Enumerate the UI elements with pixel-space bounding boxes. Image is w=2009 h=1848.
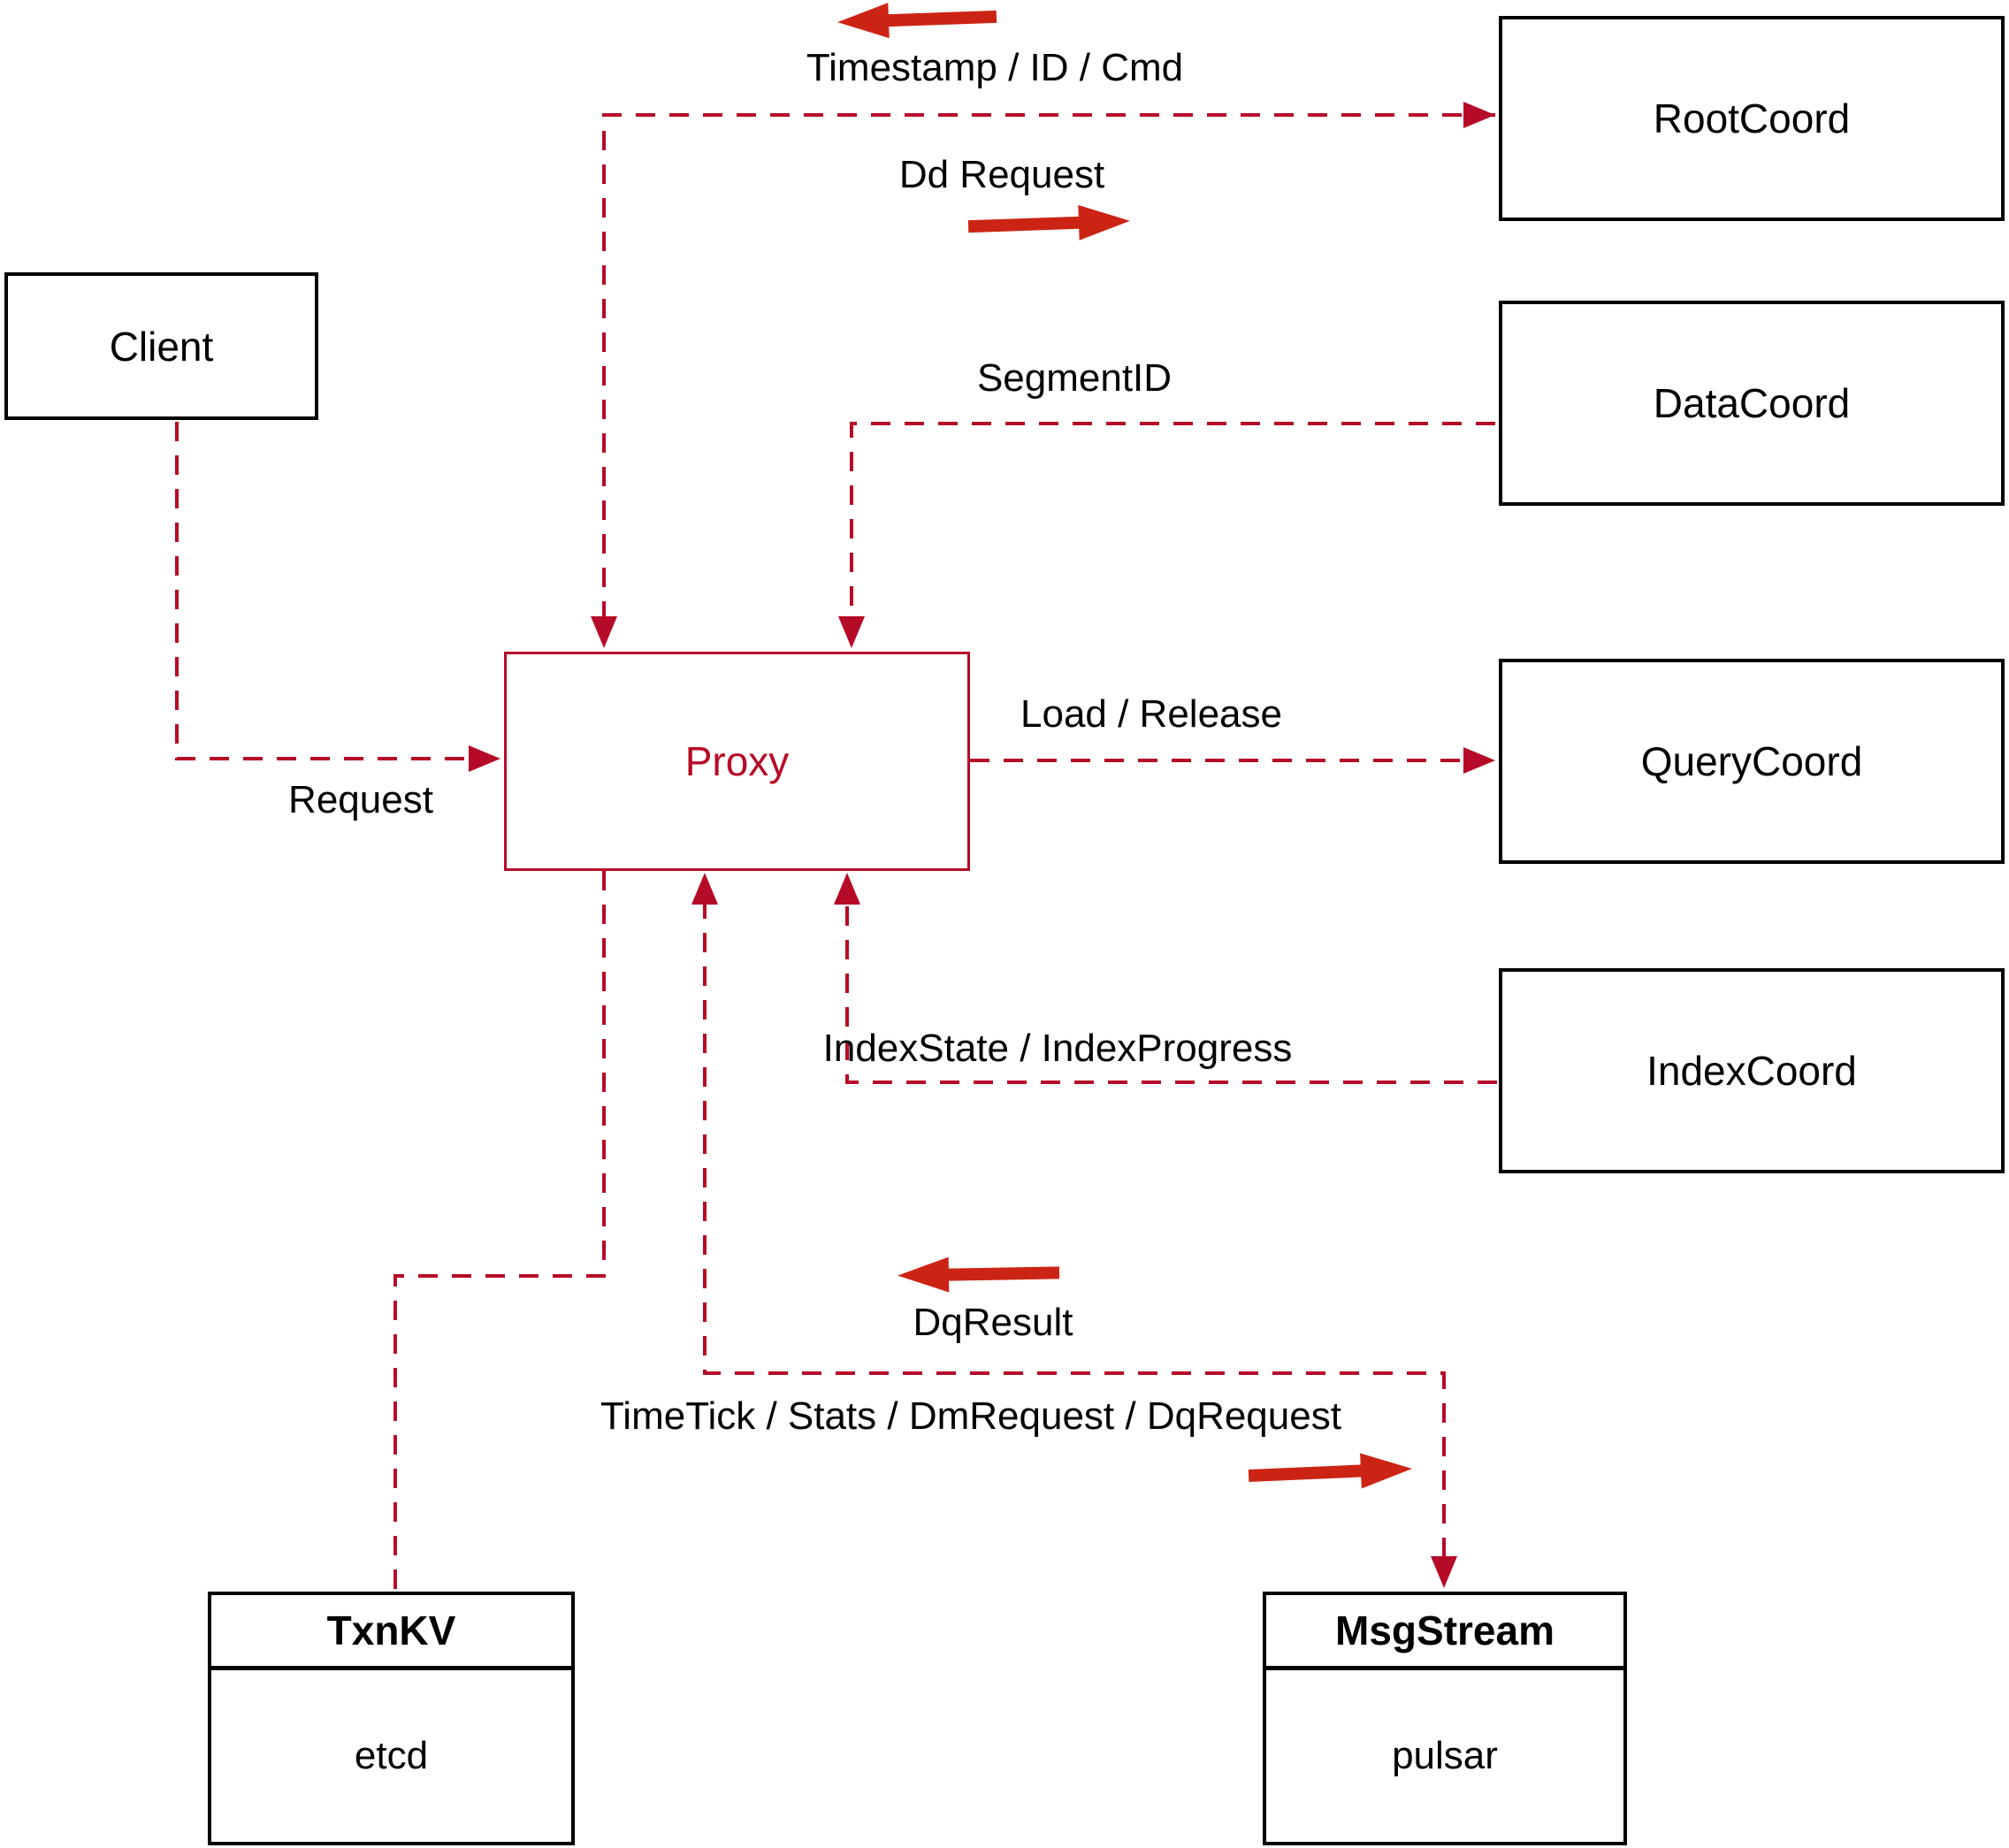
- arrowhead-into-msgstream: [1431, 1556, 1457, 1588]
- flow-arrow-right-timetick: [1248, 1453, 1412, 1489]
- node-rootcoord-label: RootCoord: [1653, 95, 1851, 141]
- edge-proxy-to-txnkv: [393, 871, 606, 1590]
- edge-label-segmentid: SegmentID: [976, 356, 1173, 400]
- edge-label-timestamp-id-cmd: Timestamp / ID / Cmd: [806, 46, 1184, 89]
- node-querycoord-label: QueryCoord: [1640, 738, 1863, 784]
- arrowhead-into-proxy-bottom-right: [834, 873, 860, 905]
- flow-arrow-left-dqresult: [898, 1256, 1060, 1293]
- arrowhead-into-proxy-top-right: [838, 616, 865, 648]
- edge-label-indexstate-indexprogress: IndexState / IndexProgress: [822, 1027, 1293, 1070]
- flow-arrow-left-timestamp: [837, 3, 997, 39]
- edge-rootcoord-proxy: [602, 113, 1495, 622]
- arrowhead-into-proxy-top-left: [591, 616, 617, 648]
- node-msgstream-impl: pulsar: [1392, 1734, 1498, 1777]
- node-indexcoord: IndexCoord: [1499, 968, 2005, 1173]
- edge-label-dqresult: DqResult: [913, 1301, 1073, 1344]
- node-rootcoord: RootCoord: [1499, 16, 2005, 221]
- edge-datacoord-to-proxy: [850, 422, 1495, 622]
- node-datacoord: DataCoord: [1499, 301, 2005, 506]
- arrowhead-into-proxy-bottom-left: [691, 873, 718, 905]
- node-proxy: Proxy: [504, 652, 970, 871]
- edge-label-request: Request: [288, 778, 433, 821]
- dashed-arrowheads: [469, 102, 1495, 1588]
- node-client-label: Client: [109, 323, 214, 370]
- flow-arrow-right-dd-request: [967, 204, 1130, 241]
- edge-label-dd-request: Dd Request: [898, 153, 1105, 196]
- arrowhead-into-proxy-left: [469, 745, 500, 772]
- node-msgstream-title: MsgStream: [1266, 1595, 1623, 1670]
- node-querycoord: QueryCoord: [1499, 659, 2005, 864]
- edge-proxy-to-msgstream: [703, 899, 1446, 1562]
- node-txnkv-impl: etcd: [354, 1734, 429, 1777]
- edge-label-load-release: Load / Release: [1020, 692, 1282, 736]
- edge-label-timetick-stats-dmrequest-dqrequest: TimeTick / Stats / DmRequest / DqRequest: [600, 1394, 1341, 1438]
- edge-client-to-proxy: [175, 422, 474, 760]
- node-txnkv: TxnKV etcd: [208, 1592, 575, 1845]
- node-proxy-label: Proxy: [684, 738, 790, 784]
- node-indexcoord-label: IndexCoord: [1646, 1048, 1857, 1094]
- arrowhead-into-querycoord: [1463, 747, 1495, 774]
- node-msgstream: MsgStream pulsar: [1263, 1592, 1627, 1845]
- arrowhead-into-rootcoord: [1463, 102, 1495, 128]
- node-datacoord-label: DataCoord: [1653, 380, 1851, 426]
- node-txnkv-title: TxnKV: [211, 1595, 571, 1670]
- edge-indexcoord-to-proxy: [845, 899, 1497, 1084]
- node-client: Client: [4, 272, 318, 420]
- solid-flow-arrows: [837, 3, 1412, 1489]
